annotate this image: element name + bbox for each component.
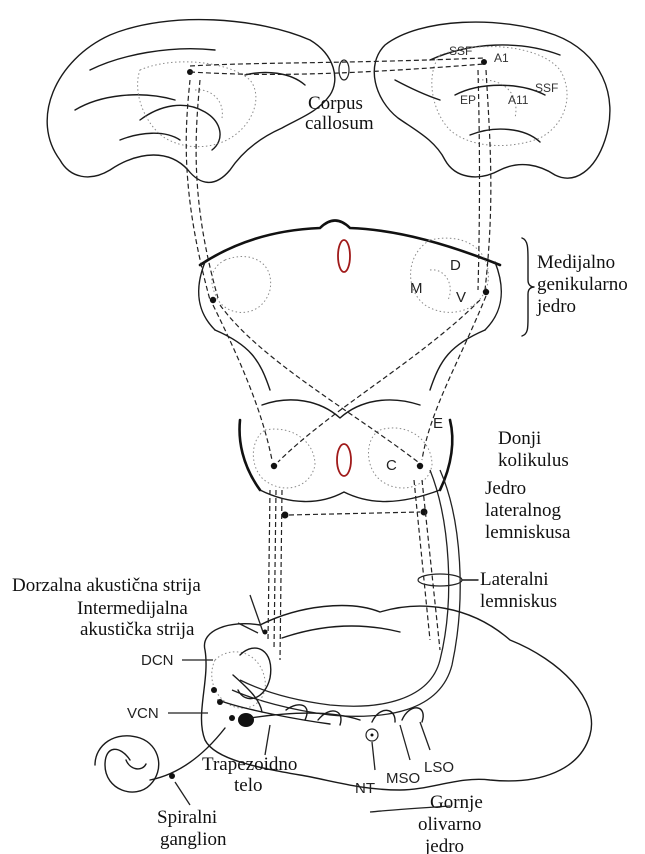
ic-label-2: kolikulus: [498, 450, 569, 471]
mso-label: MSO: [386, 770, 420, 787]
mgn-m-label: M: [410, 280, 423, 297]
nll-label-3: lemniskusa: [485, 522, 571, 543]
soc-label-2: olivarno: [418, 814, 481, 835]
dcn-label: DCN: [141, 652, 174, 669]
soc-label-3: jedro: [424, 836, 464, 854]
vcn-label: VCN: [127, 705, 159, 722]
ep-label: EP: [460, 93, 476, 107]
ic-label-1: Donji: [498, 428, 541, 449]
left-cortex: [47, 20, 335, 183]
nt-label: NT: [355, 780, 375, 797]
spiral-label-1: Spiralni: [157, 807, 217, 828]
corpus-callosum-label-1: Corpus: [308, 93, 363, 114]
mgn-label-1: Medijalno: [537, 252, 615, 273]
a11-label: A11: [508, 93, 529, 107]
ll-label-1: Lateralni: [480, 569, 549, 590]
right-cortex: SSF A1 SSF EP A11: [374, 22, 610, 178]
corpus-callosum-label-2: callosum: [305, 113, 374, 134]
ias-label-1: Intermedijalna: [77, 598, 188, 619]
mgn-v-label: V: [456, 289, 466, 306]
a1-label: A1: [494, 51, 509, 65]
ssf-left-label: SSF: [449, 44, 472, 58]
das-label: Dorzalna akustična strija: [12, 575, 201, 596]
mgn-label-2: genikularno: [537, 274, 628, 295]
trapezoid-label-1: Trapezoidno: [202, 754, 297, 775]
ias-label-2: akustička strija: [80, 619, 195, 640]
mgn-bracket: [522, 238, 534, 336]
midbrain: E C: [240, 400, 453, 519]
trapezoid-label-2: telo: [234, 775, 263, 796]
nll-label-1: Jedro: [485, 478, 526, 499]
ic-e-label: E: [433, 415, 443, 432]
ic-c-label: C: [386, 457, 397, 474]
nll-label-2: lateralnog: [485, 500, 561, 521]
ssf-right-label: SSF: [535, 81, 558, 95]
spiral-label-2: ganglion: [160, 829, 227, 850]
lso-label: LSO: [424, 759, 454, 776]
mgn-d-label: D: [450, 257, 461, 274]
ll-label-2: lemniskus: [480, 591, 557, 612]
soc-label-1: Gornje: [430, 792, 483, 813]
callosal-fibers: [190, 58, 484, 80]
mgn-label-3: jedro: [536, 296, 576, 317]
